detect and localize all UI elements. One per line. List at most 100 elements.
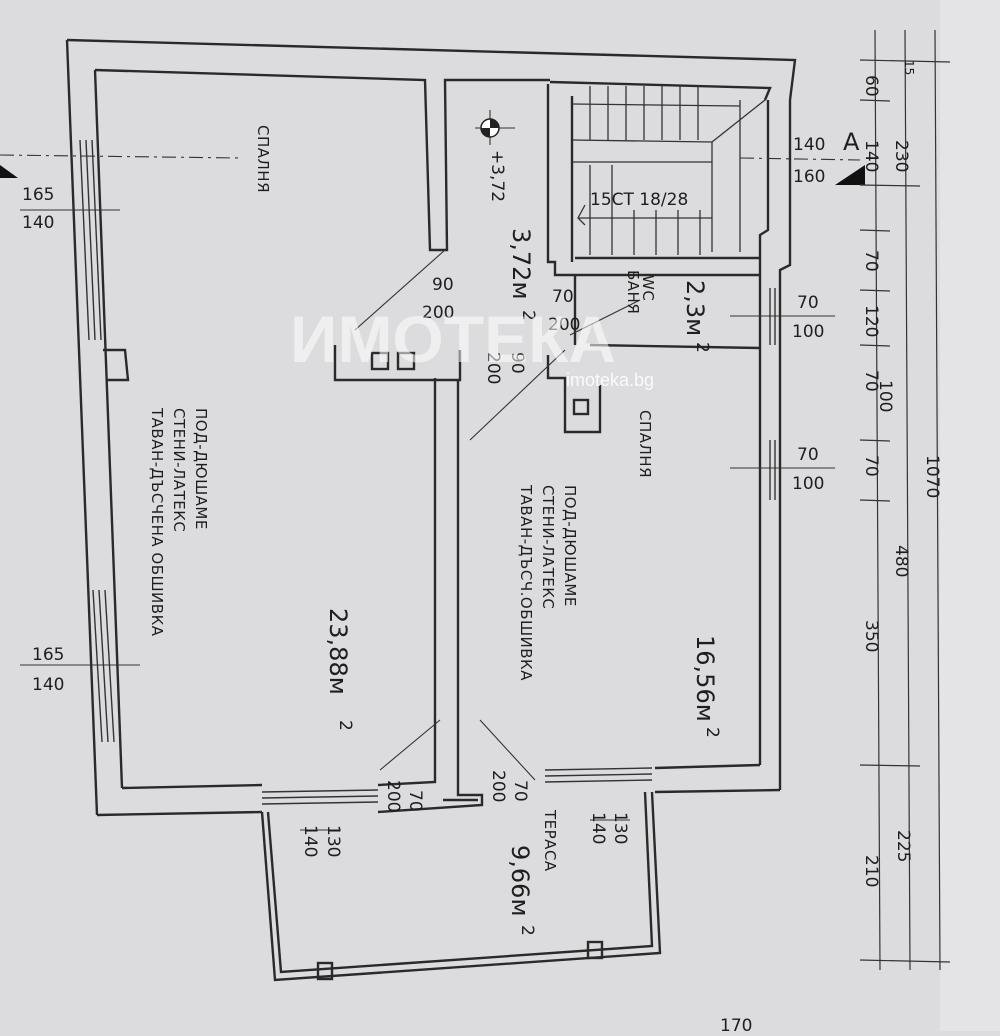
section-arrow-right-icon bbox=[835, 165, 865, 185]
stair-edge-top bbox=[571, 103, 741, 107]
door-swing-bath bbox=[569, 299, 641, 336]
dim-door-hall-w: 90 bbox=[432, 275, 454, 295]
tick-3 bbox=[859, 229, 891, 232]
wall-partition-left-a bbox=[377, 378, 437, 787]
dim-win-left-bottom-h: 140 bbox=[32, 675, 64, 695]
tick-7 bbox=[859, 499, 891, 502]
window-left-top-c bbox=[91, 139, 102, 341]
dim-door-terrace-left-w: 70 bbox=[405, 790, 425, 812]
section-line-right bbox=[739, 157, 861, 161]
finish-floor-left: ПОД-ДЮШАМЕ bbox=[192, 408, 210, 530]
window-terrace-right-a bbox=[544, 767, 653, 771]
wall-top-inner-left bbox=[94, 68, 550, 252]
dim-chain-middle-0: 230 bbox=[891, 140, 911, 172]
dim-door-terrace-left-h: 200 bbox=[383, 780, 403, 812]
wall-top-inner-right bbox=[549, 80, 772, 101]
dim-win-bath-w: 70 bbox=[797, 293, 819, 313]
stair-arrow-icon bbox=[577, 204, 586, 226]
dim-win-stair-h: 160 bbox=[793, 167, 825, 187]
windows bbox=[79, 139, 776, 805]
tick-bottom bbox=[859, 959, 951, 963]
dim-door-terrace-right-h: 200 bbox=[488, 770, 508, 802]
dim-chain-outer bbox=[934, 29, 941, 971]
dim-chain-middle-1: 480 bbox=[891, 545, 911, 577]
tick-2 bbox=[859, 184, 921, 187]
dimension-chains bbox=[859, 29, 951, 971]
dim-door-bath-w: 70 bbox=[552, 287, 574, 307]
wall-top-outer bbox=[66, 38, 797, 101]
dim-win-bath-h: 100 bbox=[792, 322, 824, 342]
wall-right-outer bbox=[778, 100, 792, 790]
wall-bottom-left-inner bbox=[121, 783, 263, 790]
finish-floor-right: ПОД-ДЮШАМЕ bbox=[561, 485, 579, 607]
tick-5 bbox=[859, 344, 891, 347]
dim-win-terrace-right-h: 140 bbox=[588, 812, 608, 844]
stair-label: 15СТ 18/28 bbox=[590, 190, 688, 210]
area-bedroom-left: 23,88м 2 bbox=[324, 608, 355, 731]
window-terrace-right-c bbox=[544, 779, 653, 783]
dim-chain-inner-4: 70 bbox=[861, 370, 881, 392]
window-left-top-b bbox=[85, 139, 96, 341]
finish-ceiling-right: ТАВАН-ДЪСЧ.ОБШИВКА bbox=[517, 484, 535, 681]
dim-chain-inner-0: 60 bbox=[861, 75, 881, 97]
area-hall: 3,72м 2 bbox=[507, 228, 538, 321]
wall-bath-bottom bbox=[589, 343, 761, 350]
dim-chain-middle-2: 225 bbox=[893, 830, 913, 862]
area-terrace-exp: 2 bbox=[517, 925, 537, 936]
window-left-top-a bbox=[79, 139, 90, 341]
paper-fold bbox=[940, 0, 1000, 1031]
wall-right-inner bbox=[758, 100, 770, 765]
watermark-site: imoteka.bg bbox=[566, 370, 654, 390]
dim-chain-inner-7: 350 bbox=[861, 620, 881, 652]
room-name-bedroom-right: СПАЛНЯ bbox=[636, 410, 654, 478]
area-hall-value: 3,72м bbox=[507, 228, 535, 300]
dim-win-left-top-w: 165 bbox=[22, 185, 54, 205]
dim-win-right-h: 100 bbox=[792, 474, 824, 494]
dim-win-stair-w: 140 bbox=[793, 135, 825, 155]
walls bbox=[65, 38, 797, 982]
dim-door-bedroom-right-w: 90 bbox=[507, 352, 527, 374]
wall-bottom-right-inner bbox=[654, 763, 761, 770]
flue-2 bbox=[396, 351, 416, 371]
dim-win-left-top-h: 140 bbox=[22, 213, 54, 233]
window-terrace-left-b bbox=[261, 795, 379, 799]
level-mark: +3,72 bbox=[487, 150, 507, 202]
terrace-outline-inner bbox=[266, 791, 654, 974]
door-swing-terrace-right bbox=[479, 719, 536, 781]
dim-bottom-partial: 170 bbox=[720, 1016, 752, 1031]
dim-door-bedroom-right-h: 200 bbox=[483, 352, 503, 384]
dim-chain-middle bbox=[904, 29, 911, 971]
wall-pier bbox=[103, 348, 130, 382]
door-swing-terrace-left bbox=[379, 719, 441, 771]
area-bedroom-right-value: 16,56м bbox=[691, 635, 719, 722]
wall-stair-left bbox=[546, 84, 575, 277]
dim-chain-inner-6: 70 bbox=[861, 455, 881, 477]
finish-walls-left: СТЕНИ-ЛАТЕКС bbox=[170, 408, 188, 532]
dim-win-right-w: 70 bbox=[797, 445, 819, 465]
room-name-bedroom-left: СПАЛНЯ bbox=[254, 125, 272, 193]
dim-chain-outer-0: 15 bbox=[902, 60, 916, 75]
area-bedroom-left-value: 23,88м bbox=[324, 608, 352, 695]
dim-chain-inner-2: 70 bbox=[861, 250, 881, 272]
window-left-bottom-c bbox=[104, 589, 115, 743]
dim-door-terrace-right-w: 70 bbox=[510, 780, 530, 802]
tick-top bbox=[859, 59, 951, 63]
dim-chain-inner-5b: 100 bbox=[875, 380, 895, 412]
wall-partition-left-b bbox=[377, 380, 484, 814]
wall-left-outer bbox=[65, 39, 99, 816]
tick-6 bbox=[859, 439, 891, 442]
section-mark-right: A bbox=[843, 128, 860, 156]
door-swings bbox=[0, 110, 861, 831]
tick-8 bbox=[859, 764, 921, 767]
window-terrace-right-b bbox=[544, 773, 653, 777]
area-bathroom-value: 2,3м bbox=[681, 280, 709, 336]
staircase bbox=[571, 86, 766, 255]
area-terrace-value: 9,66м bbox=[506, 845, 534, 917]
wall-bottom-left-outer bbox=[96, 810, 263, 817]
room-name-wc: WC bbox=[639, 275, 657, 301]
area-bedroom-right: 16,56м 2 bbox=[691, 635, 722, 738]
dim-win-terrace-right-w: 130 bbox=[610, 812, 630, 844]
tick-1 bbox=[859, 99, 891, 102]
